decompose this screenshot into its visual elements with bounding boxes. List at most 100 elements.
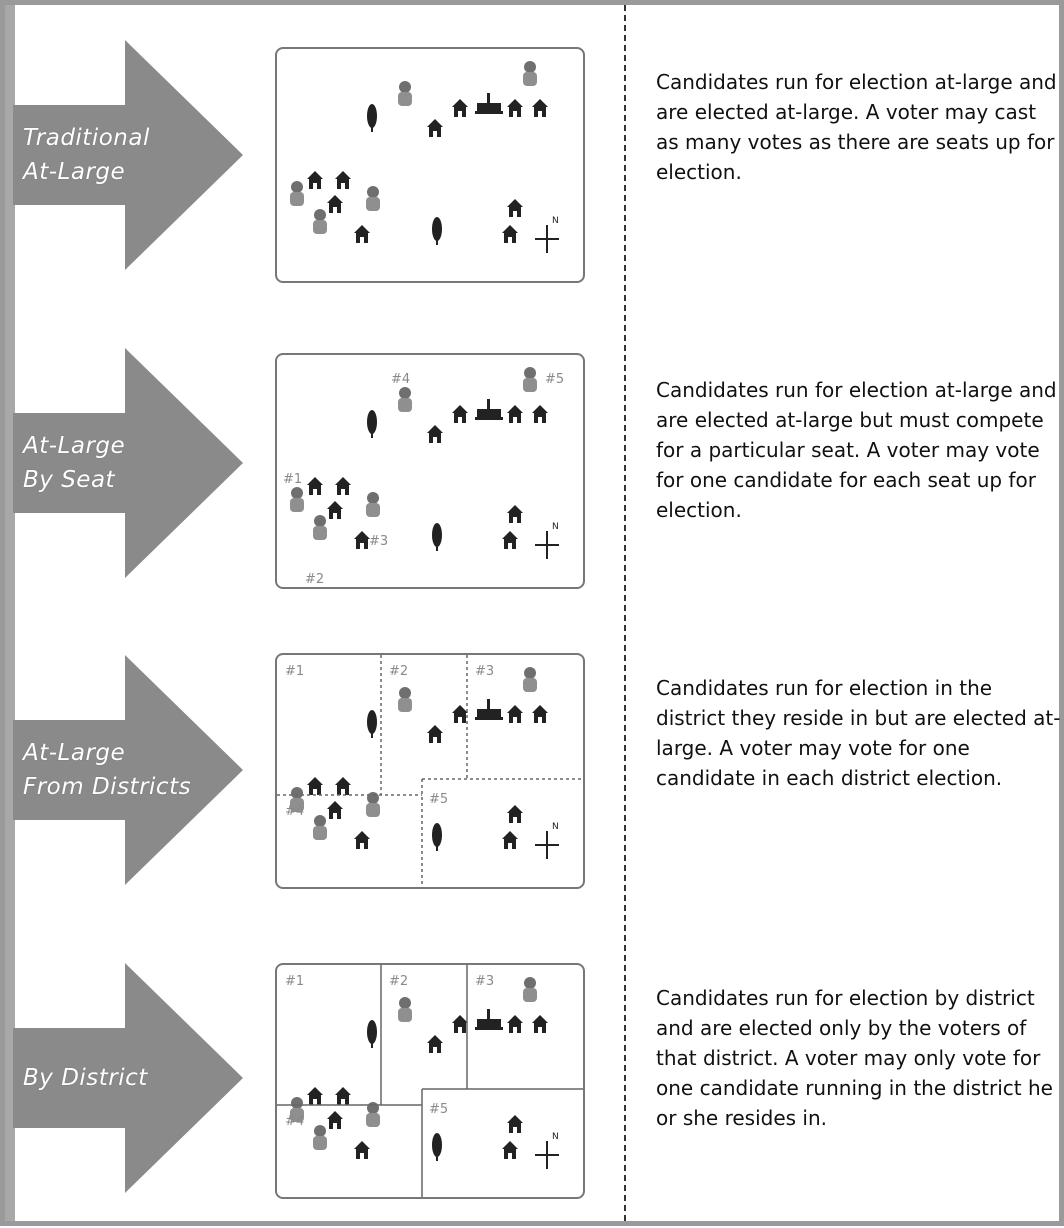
district-label: #5 xyxy=(429,1102,448,1117)
compass-label: N xyxy=(552,522,559,532)
district-map: N#1#2#3#4#5 xyxy=(275,353,585,589)
house-icon xyxy=(452,1015,468,1033)
method-arrow: At-Large By Seat xyxy=(13,313,243,613)
capitol-icon xyxy=(475,1009,503,1030)
method-label-line: By District xyxy=(23,1065,148,1091)
candidate-icon xyxy=(366,492,380,517)
district-map: N#1#2#3#4#5 xyxy=(275,653,585,889)
house-icon xyxy=(452,99,468,117)
district-label: #1 xyxy=(283,472,302,487)
compass-label: N xyxy=(552,822,559,832)
house-icon xyxy=(335,171,351,189)
house-icon xyxy=(507,405,523,423)
candidate-icon xyxy=(290,487,304,512)
house-icon xyxy=(307,477,323,495)
house-icon xyxy=(532,405,548,423)
candidate-icon xyxy=(313,1125,327,1150)
tree-icon xyxy=(432,217,442,245)
house-icon xyxy=(452,405,468,423)
district-map: N#1#2#3#4#5 xyxy=(275,963,585,1199)
district-map: N xyxy=(275,47,585,283)
house-icon xyxy=(532,705,548,723)
arrow-shape xyxy=(13,348,243,578)
district-label: #4 xyxy=(391,372,410,387)
candidate-icon xyxy=(398,387,412,412)
district-label: #4 xyxy=(285,1114,304,1129)
compass-icon xyxy=(535,225,559,253)
house-icon xyxy=(307,171,323,189)
house-icon xyxy=(327,1111,343,1129)
arrow-shape xyxy=(13,963,243,1193)
district-label: #3 xyxy=(475,974,494,989)
candidate-icon xyxy=(366,186,380,211)
candidate-icon xyxy=(313,815,327,840)
district-label: #5 xyxy=(545,372,564,387)
tree-icon xyxy=(367,410,377,438)
method-label: At-Large By Seat xyxy=(23,429,223,497)
house-icon xyxy=(502,1141,518,1159)
house-icon xyxy=(452,705,468,723)
capitol-icon xyxy=(475,699,503,720)
candidate-icon xyxy=(398,81,412,106)
candidate-icon xyxy=(313,209,327,234)
method-description: Candidates run for election at-large and… xyxy=(656,378,1057,522)
candidate-icon xyxy=(313,515,327,540)
tree-icon xyxy=(367,104,377,132)
map-drawing: N#1#2#3#4#5 xyxy=(283,367,564,587)
arrow-polygon xyxy=(13,348,243,578)
house-icon xyxy=(427,725,443,743)
method-arrow: By District xyxy=(13,928,243,1228)
district-label: #3 xyxy=(369,534,388,549)
house-icon xyxy=(502,531,518,549)
arrow-shape xyxy=(13,40,243,270)
house-icon xyxy=(354,531,370,549)
method-label-line: At-Large xyxy=(23,433,126,459)
house-icon xyxy=(335,777,351,795)
house-icon xyxy=(427,1035,443,1053)
house-icon xyxy=(354,831,370,849)
method-label-line: From Districts xyxy=(23,774,192,800)
tree-icon xyxy=(432,823,442,851)
house-icon xyxy=(327,501,343,519)
capitol-icon xyxy=(475,93,503,114)
house-icon xyxy=(507,199,523,217)
arrow-polygon xyxy=(13,963,243,1193)
method-description: Candidates run for election in the distr… xyxy=(656,676,1061,790)
candidate-icon xyxy=(290,787,304,812)
method-row: At-Large By Seat xyxy=(5,313,1059,613)
tree-icon xyxy=(367,1020,377,1048)
candidate-icon xyxy=(523,667,537,692)
arrow-shape xyxy=(13,655,243,885)
district-label: #1 xyxy=(285,974,304,989)
arrow-polygon xyxy=(13,40,243,270)
candidate-icon xyxy=(523,367,537,392)
method-description: Candidates run for election by district … xyxy=(656,986,1053,1130)
house-icon xyxy=(427,425,443,443)
method-description: Candidates run for election at-large and… xyxy=(656,70,1057,184)
house-icon xyxy=(502,831,518,849)
compass-label: N xyxy=(552,1132,559,1142)
candidate-icon xyxy=(398,687,412,712)
tree-icon xyxy=(432,1133,442,1161)
house-icon xyxy=(335,477,351,495)
house-icon xyxy=(532,99,548,117)
capitol-icon xyxy=(475,399,503,420)
district-label: #4 xyxy=(285,804,304,819)
house-icon xyxy=(507,805,523,823)
method-label-line: At-Large xyxy=(23,740,126,766)
house-icon xyxy=(354,225,370,243)
candidate-icon xyxy=(290,181,304,206)
house-icon xyxy=(327,801,343,819)
house-icon xyxy=(327,195,343,213)
house-icon xyxy=(532,1015,548,1033)
method-row: By District xyxy=(5,928,1059,1228)
method-label-line: By Seat xyxy=(23,467,116,493)
house-icon xyxy=(307,777,323,795)
house-icon xyxy=(307,1087,323,1105)
arrow-polygon xyxy=(13,655,243,885)
